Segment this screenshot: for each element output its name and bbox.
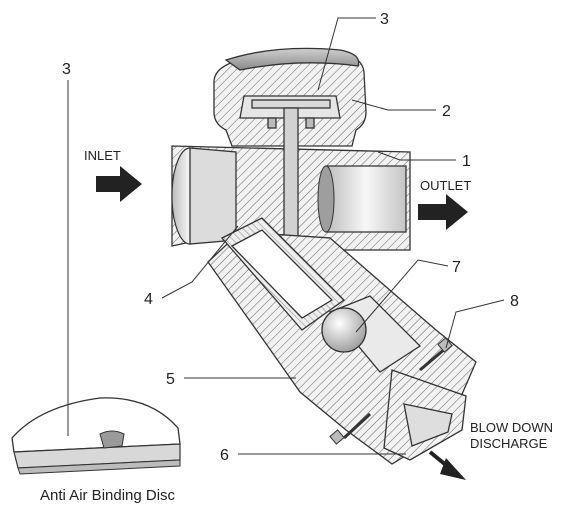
callout-6-number: 6 — [220, 447, 229, 464]
disc-caption: Anti Air Binding Disc — [40, 487, 176, 504]
callout-3: 3 — [317, 11, 389, 91]
callout-2: 2 — [351, 99, 451, 120]
callout-4-number: 4 — [144, 291, 153, 308]
callout-7: 7 — [355, 259, 461, 333]
discharge-arrow — [428, 450, 466, 480]
blow-down-label-line2: DISCHARGE — [470, 436, 548, 451]
callout-3-number: 3 — [380, 11, 389, 28]
callout-5-number: 5 — [166, 371, 175, 388]
screw-lower — [329, 412, 372, 445]
outlet-label: OUTLET — [420, 178, 471, 193]
stem — [283, 107, 299, 239]
valve-ball — [321, 307, 367, 353]
callout-8-number: 8 — [510, 293, 519, 310]
trap-body — [171, 47, 477, 465]
callout-1-number: 1 — [462, 153, 471, 170]
inlet-arrow — [96, 166, 142, 202]
disc — [251, 99, 331, 109]
inlet-label: INLET — [84, 148, 121, 163]
blow-down-label-line1: BLOW DOWN — [470, 420, 553, 435]
cap-top-rim — [224, 47, 360, 71]
callout-7-number: 7 — [452, 259, 461, 276]
callout-5: 5 — [166, 371, 296, 388]
screw-upper — [419, 337, 453, 372]
callout-1: 1 — [377, 151, 471, 170]
anti-air-binding-disc: 3 — [11, 61, 181, 475]
callout-2-number: 2 — [442, 103, 451, 120]
outlet-arrow — [418, 194, 468, 230]
callout-3-disc-number: 3 — [62, 61, 71, 78]
callout-4: 4 — [144, 225, 239, 308]
callout-8: 8 — [445, 293, 519, 349]
callout-6: 6 — [220, 447, 406, 464]
